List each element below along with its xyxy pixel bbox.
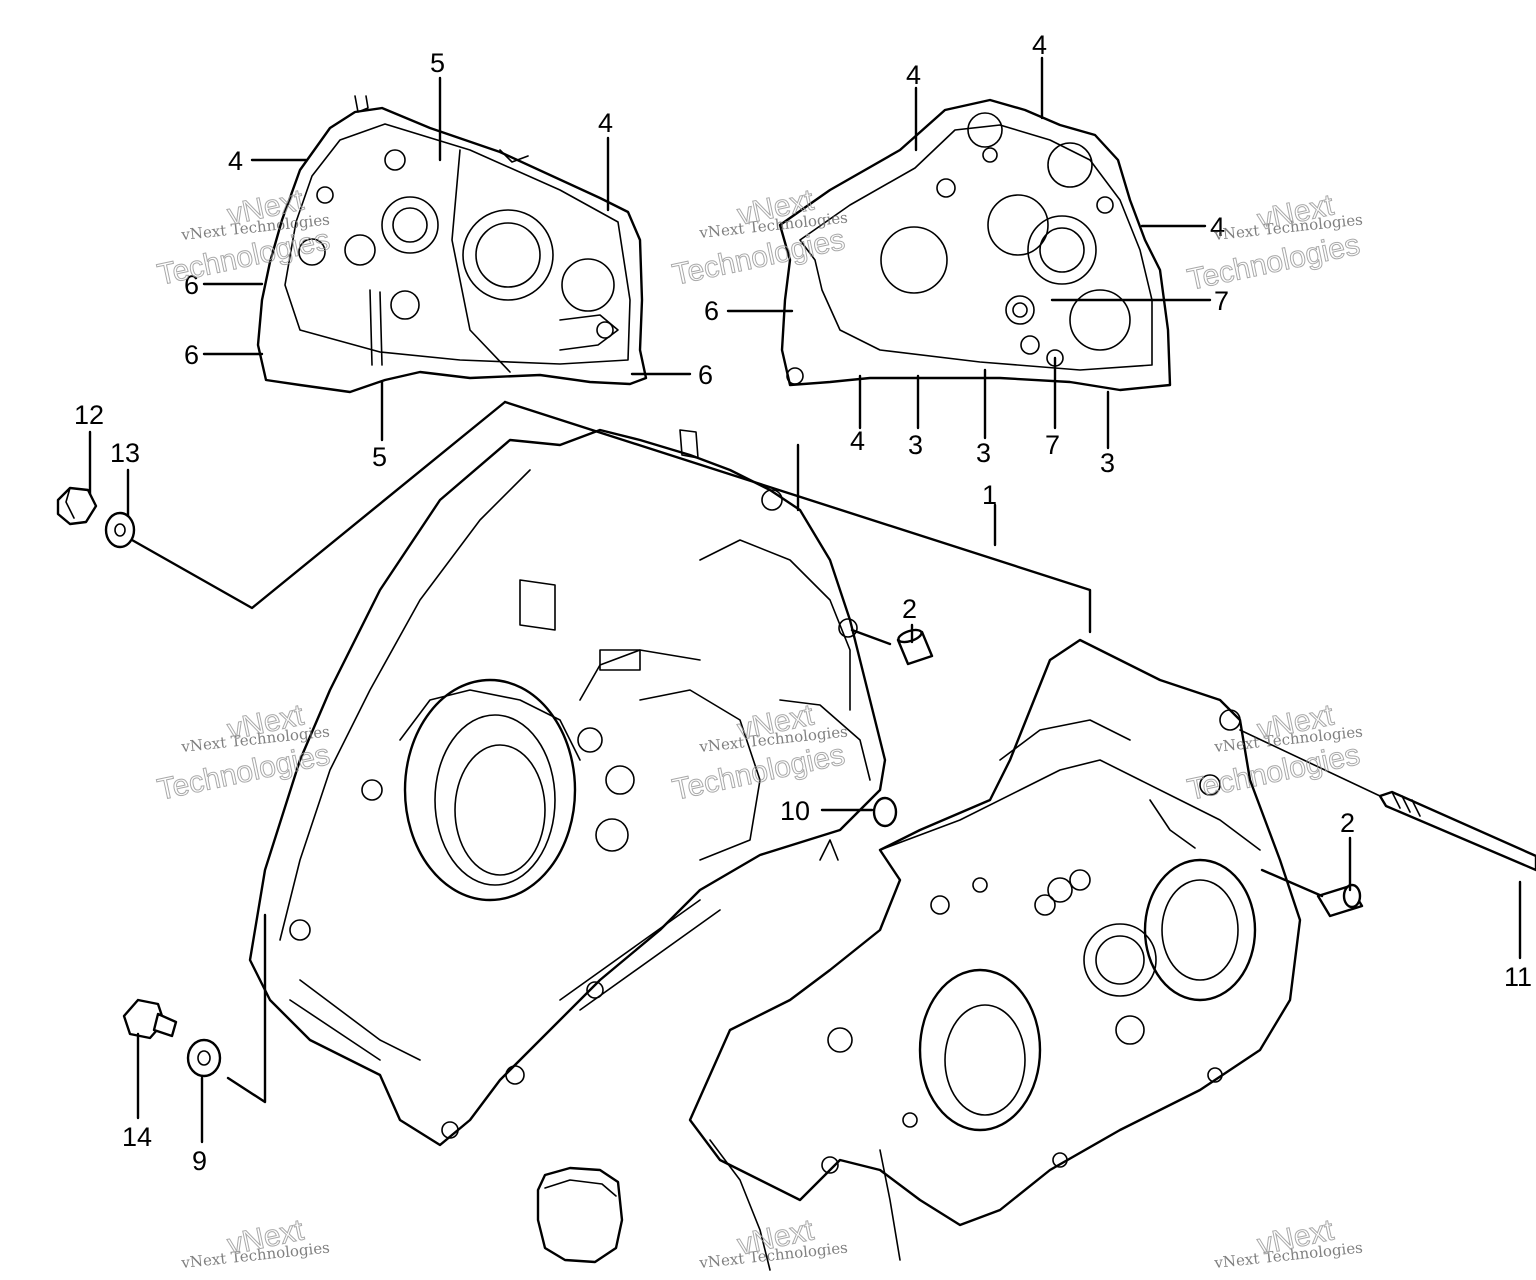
callout-6-lg-lower: 6 — [184, 340, 199, 370]
watermark-mid-right: vNext Technologies Technologies vNext — [1184, 698, 1364, 807]
part-12-plug-bolt — [56, 486, 98, 526]
callout-4-rg-bottom: 4 — [850, 426, 865, 456]
callout-3-b: 3 — [976, 438, 991, 468]
callout-14: 14 — [122, 1122, 152, 1152]
callout-13: 13 — [110, 438, 140, 468]
part-13-washer — [104, 511, 136, 549]
watermark-top-center: vNext Technologies Technologies vNext — [669, 183, 849, 292]
part-9-gasket — [186, 1038, 222, 1078]
callout-4-lg-right: 4 — [598, 108, 613, 138]
right-crankcase-half — [688, 638, 1302, 1271]
callout-9: 9 — [192, 1146, 207, 1176]
watermark-mid-center: vNext Technologies Technologies vNext — [669, 698, 849, 807]
part-oil-filler-cap — [536, 1166, 624, 1264]
watermark-mid-left: vNext Technologies Technologies vNext — [154, 698, 333, 807]
callout-5-top: 5 — [430, 48, 445, 78]
callout-10: 10 — [780, 796, 810, 826]
watermark-top-left: vNext Technologies Technologies vNext — [154, 183, 333, 292]
callout-1: 1 — [982, 480, 997, 510]
part-11-stud — [1378, 790, 1536, 872]
watermarks: vNext Technologies Technologies vNext vN… — [154, 183, 1364, 1272]
left-gasket — [256, 95, 648, 394]
callout-4-rg-right: 4 — [1210, 212, 1225, 242]
callout-labels: 1 2 2 3 3 3 4 4 4 4 4 4 4 5 5 6 6 6 6 7 … — [74, 30, 1532, 1176]
leader-lines — [88, 56, 1522, 1144]
callout-4-lg-left: 4 — [228, 146, 243, 176]
callout-7-upper: 7 — [1214, 286, 1229, 316]
callout-12: 12 — [74, 400, 104, 430]
left-crankcase-half — [248, 428, 887, 1147]
callout-11: 11 — [1504, 962, 1532, 992]
right-gasket — [778, 98, 1172, 392]
callout-6-lg-upper: 6 — [184, 270, 199, 300]
callout-6-rg: 6 — [704, 296, 719, 326]
watermark-bottom-right: vNext Technologies vNext — [1213, 1213, 1364, 1272]
callout-3-a: 3 — [908, 430, 923, 460]
callout-2-right: 2 — [1340, 808, 1355, 838]
callout-7-lower: 7 — [1045, 430, 1060, 460]
watermark-bottom-left: vNext Technologies vNext — [180, 1213, 331, 1272]
callout-5-bottom: 5 — [372, 442, 387, 472]
watermark-bottom-center: vNext Technologies vNext — [698, 1213, 849, 1272]
watermark-top-right: vNext Technologies Technologies vNext — [1184, 188, 1364, 297]
callout-3-c: 3 — [1100, 448, 1115, 478]
part-2-dowel-upper — [896, 628, 934, 666]
callout-4-rg-top: 4 — [1032, 30, 1047, 60]
part-14-drain-bolt — [122, 998, 178, 1040]
callout-6-lg-right: 6 — [698, 360, 713, 390]
part-2-dowel-right — [1316, 883, 1364, 918]
part-10-oring — [872, 796, 898, 828]
callout-2-upper: 2 — [902, 594, 917, 624]
callout-4-rg-upper: 4 — [906, 60, 921, 90]
